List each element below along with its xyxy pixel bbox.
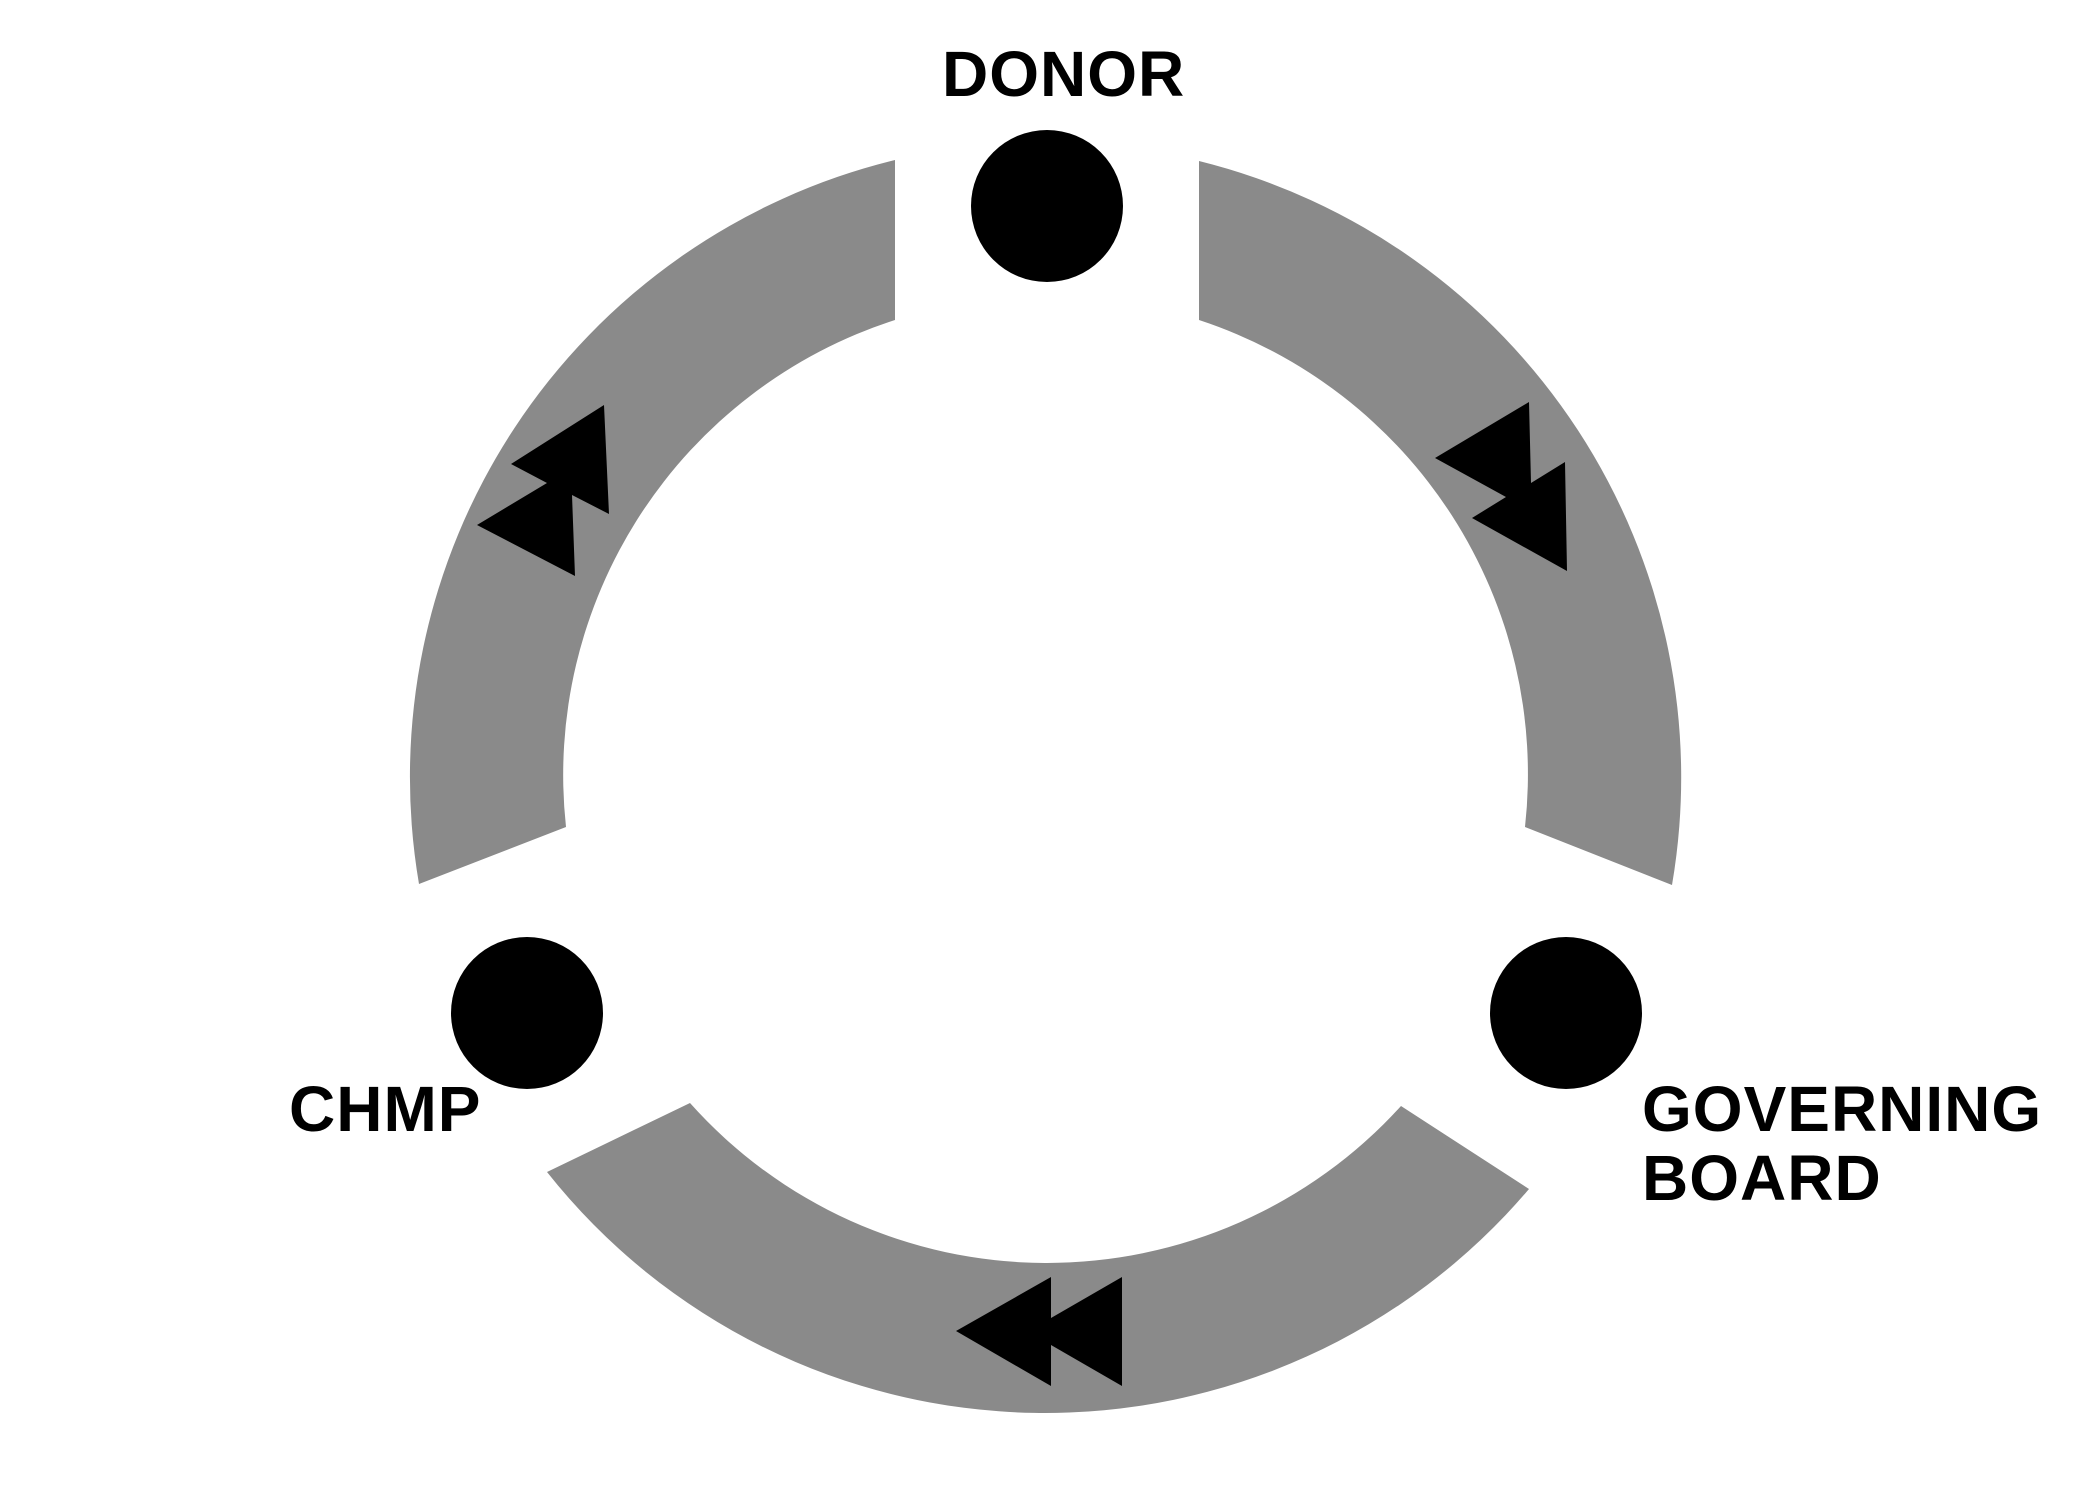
arrow-donor-to-governing-board <box>1435 402 1567 571</box>
arrow-chmp-to-donor <box>477 405 609 576</box>
label-donor: DONOR <box>942 38 1185 110</box>
arrow-governing-board-to-chmp <box>956 1277 1122 1386</box>
arrow-shape-right <box>1435 402 1567 571</box>
node-donor <box>971 130 1123 282</box>
arc-chmp-to-donor <box>409 160 895 884</box>
arc-governing-board-to-chmp <box>547 1103 1529 1413</box>
label-governing-board-line1: GOVERNING <box>1642 1073 2042 1145</box>
label-governing-board-line2: BOARD <box>1642 1142 1882 1214</box>
arc-donor-to-governing-board <box>1199 161 1682 885</box>
node-governing-board <box>1490 937 1642 1089</box>
arrow-shape-left <box>477 405 609 576</box>
label-chmp: CHMP <box>289 1073 481 1145</box>
arrow-shape-bottom <box>956 1277 1122 1386</box>
node-chmp <box>451 937 603 1089</box>
